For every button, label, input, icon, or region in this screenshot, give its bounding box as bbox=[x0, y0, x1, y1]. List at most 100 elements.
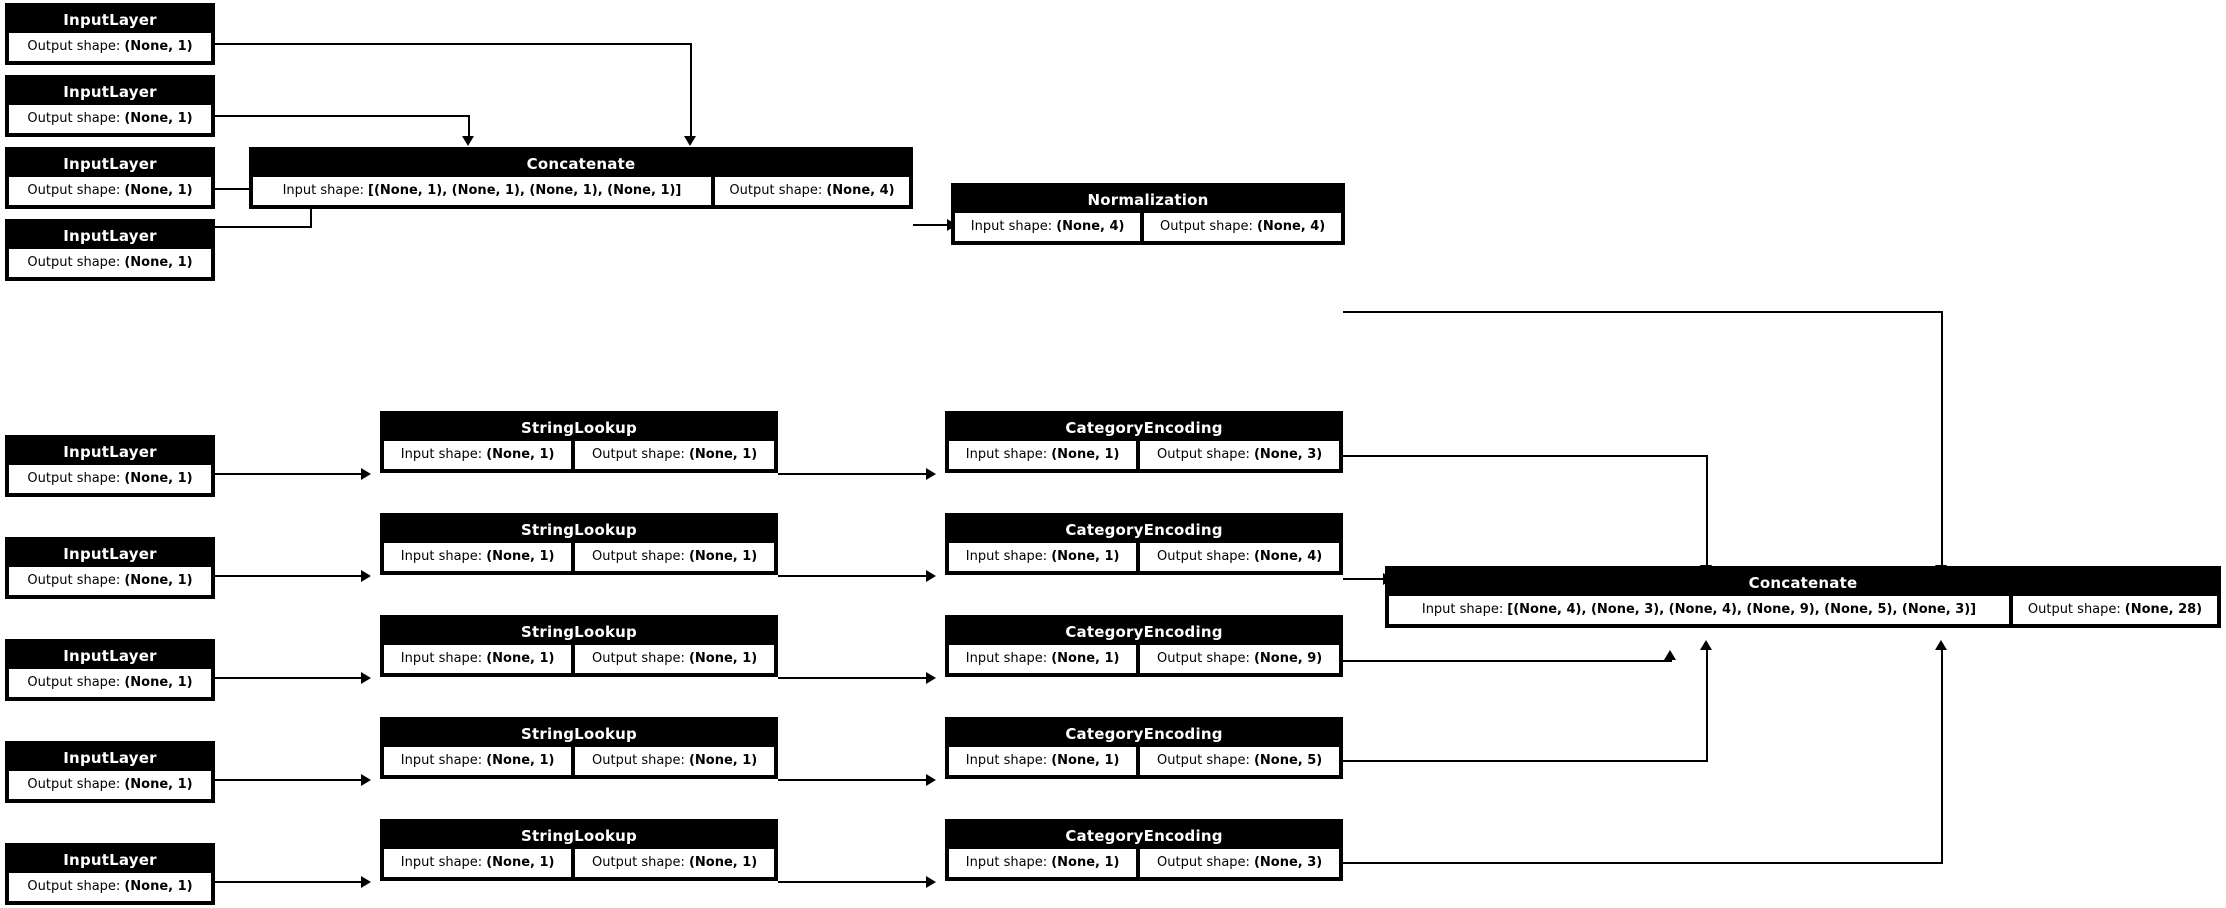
input-shape-value: (None, 1) bbox=[486, 651, 555, 666]
node-title: InputLayer bbox=[7, 77, 213, 105]
edge-input2-arrowhead bbox=[462, 136, 474, 146]
node-title: InputLayer bbox=[7, 539, 213, 567]
input-shape-cell: Input shape: (None, 1) bbox=[949, 747, 1137, 775]
node-input-layer-8[interactable]: InputLayer Output shape: (None, 1) bbox=[5, 741, 215, 803]
node-input-layer-3[interactable]: InputLayer Output shape: (None, 1) bbox=[5, 147, 215, 209]
edge-input4-h bbox=[213, 226, 312, 228]
output-shape-cell: Output shape: (None, 1) bbox=[9, 567, 211, 595]
output-shape-label: Output shape: bbox=[2027, 602, 2121, 617]
input-shape-label: Input shape: bbox=[400, 855, 483, 870]
output-shape-value: (None, 1) bbox=[688, 447, 758, 462]
node-string-lookup-5[interactable]: StringLookup Input shape: (None, 1) Outp… bbox=[380, 819, 778, 881]
edge-row4-input-to-lookup-arrowhead bbox=[361, 774, 371, 786]
edge-row5-encoding-arrowhead bbox=[1935, 640, 1947, 650]
input-shape-value: (None, 1) bbox=[1051, 855, 1120, 870]
node-body: Input shape: [(None, 1), (None, 1), (Non… bbox=[251, 177, 911, 207]
output-shape-label: Output shape: bbox=[27, 111, 121, 126]
edge-row2-input-to-lookup bbox=[213, 575, 369, 577]
edge-row1-encoding-v bbox=[1706, 455, 1708, 567]
input-shape-value: (None, 4) bbox=[1056, 219, 1125, 234]
node-title: CategoryEncoding bbox=[947, 617, 1341, 645]
node-body: Input shape: [(None, 4), (None, 3), (Non… bbox=[1387, 596, 2219, 626]
input-shape-cell: Input shape: [(None, 4), (None, 3), (Non… bbox=[1389, 596, 2009, 624]
input-shape-label: Input shape: bbox=[400, 651, 483, 666]
edge-input4-v bbox=[310, 205, 312, 228]
input-shape-cell: Input shape: (None, 1) bbox=[949, 441, 1137, 469]
node-category-encoding-2[interactable]: CategoryEncoding Input shape: (None, 1) … bbox=[945, 513, 1343, 575]
input-shape-label: Input shape: bbox=[400, 549, 483, 564]
node-input-layer-2[interactable]: InputLayer Output shape: (None, 1) bbox=[5, 75, 215, 137]
output-shape-value: (None, 1) bbox=[124, 111, 193, 126]
node-title: InputLayer bbox=[7, 437, 213, 465]
node-concatenate-numeric[interactable]: Concatenate Input shape: [(None, 1), (No… bbox=[249, 147, 913, 209]
edge-row1-input-to-lookup-arrowhead bbox=[361, 468, 371, 480]
node-input-layer-4[interactable]: InputLayer Output shape: (None, 1) bbox=[5, 219, 215, 281]
node-category-encoding-5[interactable]: CategoryEncoding Input shape: (None, 1) … bbox=[945, 819, 1343, 881]
output-shape-cell: Output shape: (None, 1) bbox=[9, 465, 211, 493]
node-input-layer-6[interactable]: InputLayer Output shape: (None, 1) bbox=[5, 537, 215, 599]
output-shape-label: Output shape: bbox=[592, 651, 685, 666]
node-body: Input shape: (None, 1) Output shape: (No… bbox=[947, 441, 1341, 471]
node-category-encoding-1[interactable]: CategoryEncoding Input shape: (None, 1) … bbox=[945, 411, 1343, 473]
node-string-lookup-2[interactable]: StringLookup Input shape: (None, 1) Outp… bbox=[380, 513, 778, 575]
node-input-layer-5[interactable]: InputLayer Output shape: (None, 1) bbox=[5, 435, 215, 497]
node-body: Input shape: (None, 1) Output shape: (No… bbox=[947, 543, 1341, 573]
output-shape-cell: Output shape: (None, 3) bbox=[1140, 849, 1339, 877]
output-shape-value: (None, 1) bbox=[124, 255, 193, 270]
node-body: Output shape: (None, 1) bbox=[7, 873, 213, 903]
output-shape-label: Output shape: bbox=[27, 573, 121, 588]
edge-row3-lookup-to-encoding-arrowhead bbox=[926, 672, 936, 684]
output-shape-value: (None, 1) bbox=[688, 855, 758, 870]
node-title: InputLayer bbox=[7, 5, 213, 33]
node-input-layer-9[interactable]: InputLayer Output shape: (None, 1) bbox=[5, 843, 215, 905]
node-body: Input shape: (None, 1) Output shape: (No… bbox=[947, 645, 1341, 675]
edge-row5-lookup-to-encoding bbox=[778, 881, 934, 883]
edge-row4-lookup-to-encoding-arrowhead bbox=[926, 774, 936, 786]
output-shape-label: Output shape: bbox=[592, 549, 685, 564]
node-body: Input shape: (None, 1) Output shape: (No… bbox=[947, 849, 1341, 879]
output-shape-value: (None, 28) bbox=[2124, 602, 2203, 617]
output-shape-cell: Output shape: (None, 1) bbox=[9, 105, 211, 133]
node-category-encoding-4[interactable]: CategoryEncoding Input shape: (None, 1) … bbox=[945, 717, 1343, 779]
edge-row4-lookup-to-encoding bbox=[778, 779, 934, 781]
output-shape-label: Output shape: bbox=[27, 471, 121, 486]
output-shape-cell: Output shape: (None, 3) bbox=[1140, 441, 1339, 469]
node-string-lookup-3[interactable]: StringLookup Input shape: (None, 1) Outp… bbox=[380, 615, 778, 677]
output-shape-label: Output shape: bbox=[27, 675, 121, 690]
input-shape-label: Input shape: bbox=[970, 219, 1053, 234]
node-title: InputLayer bbox=[7, 149, 213, 177]
output-shape-label: Output shape: bbox=[1157, 855, 1250, 870]
node-title: StringLookup bbox=[382, 821, 776, 849]
output-shape-value: (None, 1) bbox=[124, 573, 193, 588]
node-string-lookup-4[interactable]: StringLookup Input shape: (None, 1) Outp… bbox=[380, 717, 778, 779]
edge-row3-encoding-arrowhead bbox=[1664, 650, 1676, 660]
edge-row5-encoding-h bbox=[1343, 862, 1943, 864]
output-shape-label: Output shape: bbox=[27, 39, 121, 54]
node-string-lookup-1[interactable]: StringLookup Input shape: (None, 1) Outp… bbox=[380, 411, 778, 473]
node-concatenate-final[interactable]: Concatenate Input shape: [(None, 4), (No… bbox=[1385, 566, 2221, 628]
node-body: Output shape: (None, 1) bbox=[7, 771, 213, 801]
node-body: Output shape: (None, 1) bbox=[7, 249, 213, 279]
node-category-encoding-3[interactable]: CategoryEncoding Input shape: (None, 1) … bbox=[945, 615, 1343, 677]
node-input-layer-1[interactable]: InputLayer Output shape: (None, 1) bbox=[5, 3, 215, 65]
node-normalization[interactable]: Normalization Input shape: (None, 4) Out… bbox=[951, 183, 1345, 245]
edge-concat-to-normalization bbox=[913, 224, 955, 226]
node-title: InputLayer bbox=[7, 221, 213, 249]
output-shape-value: (None, 5) bbox=[1253, 753, 1323, 768]
node-body: Output shape: (None, 1) bbox=[7, 669, 213, 699]
input-shape-cell: Input shape: [(None, 1), (None, 1), (Non… bbox=[253, 177, 711, 205]
node-title: Normalization bbox=[953, 185, 1343, 213]
input-shape-label: Input shape: bbox=[1421, 602, 1504, 617]
output-shape-value: (None, 1) bbox=[688, 549, 758, 564]
input-shape-value: (None, 1) bbox=[1051, 447, 1120, 462]
edge-normalization-v bbox=[1941, 311, 1943, 567]
node-input-layer-7[interactable]: InputLayer Output shape: (None, 1) bbox=[5, 639, 215, 701]
edge-input2-v bbox=[468, 115, 470, 138]
input-shape-value: (None, 1) bbox=[486, 753, 555, 768]
node-body: Output shape: (None, 1) bbox=[7, 465, 213, 495]
output-shape-label: Output shape: bbox=[592, 447, 685, 462]
output-shape-value: (None, 3) bbox=[1253, 855, 1323, 870]
input-shape-label: Input shape: bbox=[400, 447, 483, 462]
output-shape-cell: Output shape: (None, 1) bbox=[9, 669, 211, 697]
